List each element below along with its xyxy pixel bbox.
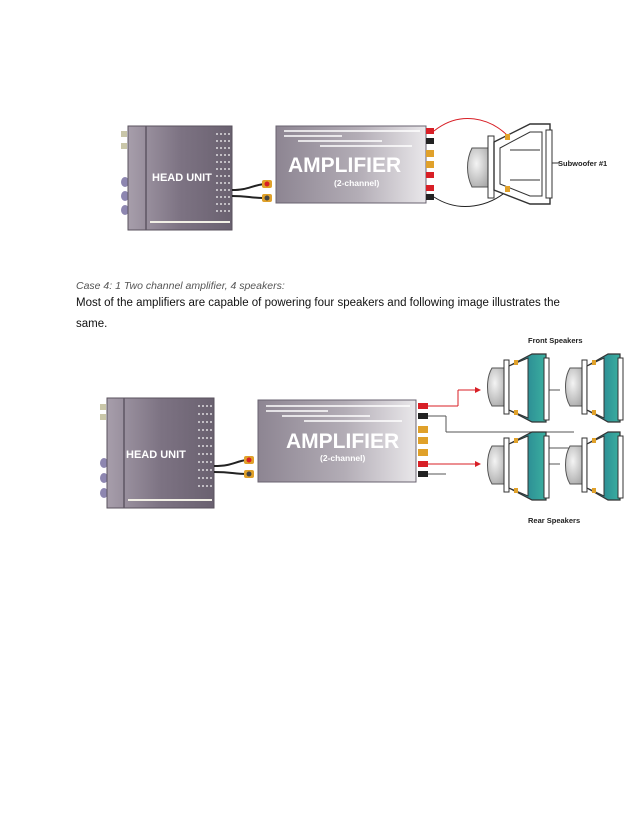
head-unit: HEAD UNIT	[106, 397, 215, 509]
rear-speakers-label: Rear Speakers	[528, 516, 580, 525]
body-paragraph: Most of the amplifiers are capable of po…	[76, 297, 560, 330]
speaker-wire-positive	[433, 118, 509, 137]
rear-speaker-left	[487, 431, 550, 501]
front-speakers-label: Front Speakers	[528, 336, 583, 345]
rca-cables	[213, 456, 254, 478]
head-unit-vent-dots	[216, 133, 230, 212]
amp-terminals	[426, 128, 434, 200]
front-speaker-left	[487, 353, 550, 423]
diagram-four-speaker-setup: HEAD UNIT AMPLIFIER (2-channel)	[100, 336, 624, 525]
amp-terminals	[418, 403, 428, 477]
head-unit-label: HEAD UNIT	[152, 172, 212, 184]
subwoofer: Subwoofer #1	[467, 123, 607, 205]
head-unit-knobs	[121, 131, 129, 215]
amplifier-subtitle: (2-channel)	[320, 453, 366, 463]
front-speaker-right	[565, 353, 624, 423]
diagram-subwoofer-setup: HEAD UNIT AMPLIFIER (2-channel)	[121, 118, 607, 231]
head-unit-label: HEAD UNIT	[126, 449, 186, 461]
head-unit-knobs	[100, 404, 108, 498]
amplifier-title: AMPLIFIER	[288, 154, 401, 177]
speaker-wire-negative	[433, 189, 509, 207]
figure-caption: Case 4: 1 Two channel amplifier, 4 speak…	[76, 280, 285, 292]
head-unit: HEAD UNIT	[127, 125, 233, 231]
subwoofer-label: Subwoofer #1	[558, 159, 607, 168]
amplifier: AMPLIFIER (2-channel)	[275, 125, 427, 204]
head-unit-vent-dots	[198, 405, 212, 487]
amplifier-title: AMPLIFIER	[286, 430, 399, 453]
amplifier-subtitle: (2-channel)	[334, 178, 380, 188]
rca-cables	[231, 180, 272, 202]
amplifier: AMPLIFIER (2-channel)	[257, 399, 417, 483]
rear-speaker-right	[565, 431, 624, 501]
